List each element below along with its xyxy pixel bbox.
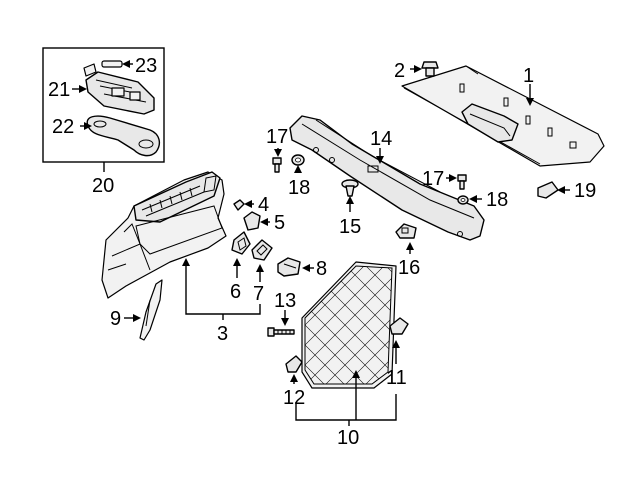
part-22-lens — [80, 115, 161, 157]
callout-13: 13 — [274, 290, 296, 312]
callout-6: 6 — [230, 281, 241, 303]
callout-20: 20 — [92, 175, 114, 197]
part-8-bracket — [277, 257, 314, 277]
part-13-bolt — [267, 310, 295, 337]
part-19-cap — [537, 181, 570, 199]
part-5-cover — [243, 211, 270, 231]
part-17-screw-right — [446, 174, 467, 190]
callout-21: 21 — [48, 79, 70, 101]
callout-7: 7 — [253, 283, 264, 305]
part-12-hook — [285, 355, 303, 384]
callout-1: 1 — [523, 65, 534, 87]
callout-4: 4 — [258, 194, 269, 216]
callout-16: 16 — [398, 257, 420, 279]
callout-10: 10 — [337, 427, 359, 449]
part-15-push-clip — [341, 179, 359, 212]
inset-box — [42, 47, 165, 172]
callout-5: 5 — [274, 212, 285, 234]
part-10-cargo-net — [295, 261, 397, 426]
part-3-quarter-trim-panel — [101, 171, 261, 320]
callout-14: 14 — [370, 128, 392, 150]
part-21-lamp-assembly — [72, 63, 155, 115]
part-6-cover — [231, 231, 251, 278]
part-23-bulb — [101, 60, 133, 68]
callout-3: 3 — [217, 323, 228, 345]
callout-18-left: 18 — [288, 177, 310, 199]
part-9-panel — [124, 279, 163, 341]
callout-12: 12 — [283, 387, 305, 409]
callout-11: 11 — [386, 367, 407, 389]
callout-19: 19 — [574, 180, 596, 202]
part-2-clip — [410, 61, 439, 77]
part-18-washer-left — [291, 154, 305, 173]
part-14-rail-trim — [289, 115, 485, 241]
part-4-clip — [233, 199, 254, 211]
part-18-washer-right — [457, 195, 482, 205]
part-16-clip — [395, 223, 417, 254]
callout-2: 2 — [394, 60, 405, 82]
callout-23: 23 — [135, 55, 157, 77]
callout-22: 22 — [52, 116, 74, 138]
callout-17-left: 17 — [266, 126, 288, 148]
callout-9: 9 — [110, 308, 121, 330]
part-11-hook — [389, 317, 409, 364]
part-7-cover — [251, 239, 273, 282]
callout-15: 15 — [339, 216, 361, 238]
callout-8: 8 — [316, 258, 327, 280]
part-1-upper-trim-panel — [401, 65, 605, 167]
callout-18-right: 18 — [486, 189, 508, 211]
part-17-screw-left — [272, 148, 282, 173]
callout-17-right: 17 — [422, 168, 444, 190]
